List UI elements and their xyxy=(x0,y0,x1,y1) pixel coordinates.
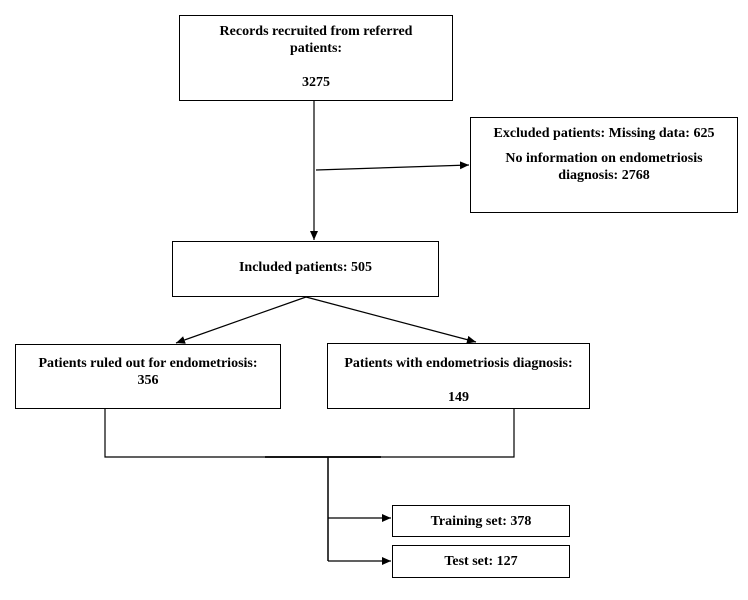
ruled-out-count: 356 xyxy=(137,373,159,388)
endometriosis-diagnosis-box: Patients with endometriosis diagnosis: 1… xyxy=(327,343,590,409)
arrow-to-excluded xyxy=(315,161,470,171)
included-patients-box: Included patients: 505 xyxy=(172,241,439,297)
records-label-line1: Records recruited from referred xyxy=(219,24,413,39)
ruled-out-box: Patients ruled out for endometriosis: 35… xyxy=(15,344,281,409)
excluded-missing-data: Excluded patients: Missing data: 625 xyxy=(493,126,715,141)
records-recruited-box: Records recruited from referred patients… xyxy=(179,15,453,101)
test-set-label: Test set: 127 xyxy=(444,554,518,569)
excluded-patients-box: Excluded patients: Missing data: 625 No … xyxy=(470,117,738,213)
endometriosis-count: 149 xyxy=(448,390,469,405)
records-count: 3275 xyxy=(302,75,330,90)
arrow-included-to-ruledout xyxy=(175,296,307,344)
training-set-box: Training set: 378 xyxy=(392,505,570,537)
excluded-no-info-line2: diagnosis: 2768 xyxy=(558,168,650,183)
records-label-line2: patients: xyxy=(289,41,343,56)
excluded-no-info-line1: No information on endometriosis xyxy=(505,151,703,166)
ruled-out-label: Patients ruled out for endometriosis: xyxy=(38,356,258,371)
training-set-label: Training set: 378 xyxy=(430,514,532,529)
merge-line xyxy=(104,409,515,458)
endometriosis-label: Patients with endometriosis diagnosis: xyxy=(344,356,573,371)
arrow-included-to-endometriosis xyxy=(305,296,477,344)
included-label: Included patients: 505 xyxy=(238,260,373,275)
test-set-box: Test set: 127 xyxy=(392,545,570,578)
